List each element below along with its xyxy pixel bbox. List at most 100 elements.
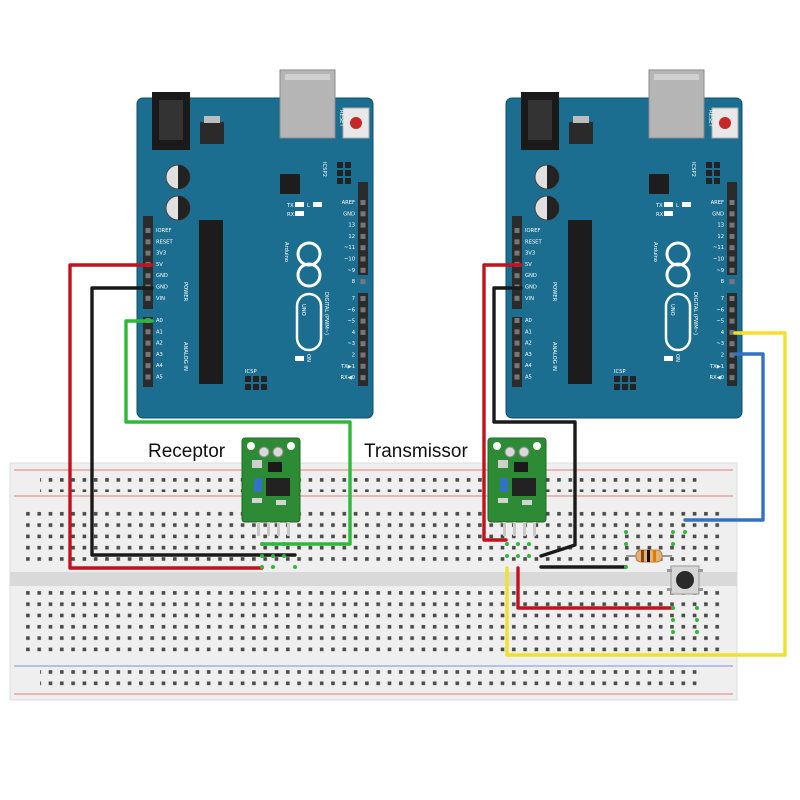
digital-header: AREFGND1312~11~10~987~6~54~32TX▶1RX◀0DIG…	[323, 182, 368, 386]
power-pin-label: 5V	[525, 262, 532, 268]
digital-pin-label: TX▶1	[709, 364, 724, 370]
digital-pin-label: TX▶1	[340, 364, 355, 370]
analog-pin-label: A3	[525, 352, 532, 358]
on-label: ON	[674, 354, 680, 362]
digital-pin-label: RX◀0	[710, 375, 724, 381]
atmega-chip	[199, 220, 223, 384]
power-section-label: POWER	[551, 282, 557, 302]
l-led-label: L	[676, 203, 679, 209]
power-pin-label: GND	[525, 285, 537, 291]
digital-pin-label: 2	[352, 353, 355, 359]
digital-pin-label: 8	[352, 279, 355, 285]
analog-pin-label: A0	[156, 318, 163, 324]
digital-pin-label: 7	[352, 296, 355, 302]
digital-pin-label: GND	[712, 211, 724, 217]
icsp2-label: ICSP2	[690, 162, 696, 177]
l-led-label: L	[307, 203, 310, 209]
uno-badge	[295, 292, 323, 352]
digital-pin-label: ~9	[347, 268, 355, 274]
digital-pin-label: 12	[717, 234, 724, 240]
digital-pin-label: ~10	[344, 257, 355, 263]
terminal-strip-bottom	[22, 591, 722, 653]
reset-label: RESET	[707, 110, 713, 127]
digital-pin-label: ~10	[713, 257, 724, 263]
voltage-regulator	[200, 122, 224, 144]
usb-chip	[649, 174, 669, 194]
wire-red-5v-right	[482, 263, 523, 542]
power-pin-label: RESET	[156, 239, 173, 245]
icsp-label: ICSP	[245, 369, 257, 375]
icsp-label: ICSP	[614, 369, 626, 375]
analog-pin-label: A4	[156, 363, 164, 369]
atmega-chip	[568, 220, 592, 384]
digital-pin-label: 2	[721, 353, 724, 359]
digital-section-label: DIGITAL (PWM~)	[692, 292, 698, 335]
digital-pin-label: ~6	[716, 307, 724, 313]
power-analog-header: IOREFRESET3V35VGNDGNDVINA0A1A2A3A4A5POWE…	[143, 216, 188, 387]
on-label: ON	[305, 354, 311, 362]
digital-pin-label: ~5	[716, 319, 724, 325]
power-pin-label: 3V3	[156, 251, 166, 257]
power-pin-label: IOREF	[156, 228, 171, 234]
terminal-strip-top	[22, 505, 722, 567]
wire-red-tx-button	[516, 566, 675, 610]
transmissor-label: Transmissor	[364, 441, 468, 462]
power-pin-label: VIN	[156, 296, 165, 302]
digital-pin-label: RX◀0	[341, 375, 355, 381]
resistor	[626, 549, 672, 563]
analog-pin-label: A5	[525, 375, 532, 381]
usb-connector	[648, 69, 705, 139]
center-channel	[10, 572, 737, 586]
analog-section-label: ANALOG IN	[182, 342, 188, 371]
digital-pin-label: ~6	[347, 307, 355, 313]
power-pin-label: GND	[156, 285, 168, 291]
wire-black-gnd-left	[90, 286, 297, 557]
digital-header: AREFGND1312~11~10~987~6~54~32TX▶1RX◀0DIG…	[692, 182, 737, 386]
power-pin-label: GND	[525, 273, 537, 279]
analog-pin-label: A3	[156, 352, 163, 358]
digital-pin-label: AREF	[711, 200, 724, 206]
digital-pin-label: 4	[352, 330, 356, 336]
rx-led-label: RX	[656, 212, 664, 218]
usb-chip	[280, 174, 300, 194]
push-button	[667, 565, 703, 595]
digital-pin-label: 13	[348, 223, 355, 229]
analog-pin-label: A0	[525, 318, 532, 324]
rf-receiver-module	[241, 437, 301, 536]
digital-pin-label: 12	[348, 234, 355, 240]
power-pin-label: 5V	[156, 262, 163, 268]
digital-pin-label: ~3	[347, 341, 355, 347]
voltage-regulator	[569, 122, 593, 144]
tx-led-label: TX	[655, 203, 663, 209]
wire-yellow-pin4	[505, 331, 787, 657]
digital-pin-label: 13	[717, 223, 724, 229]
reset-label: RESET	[338, 110, 344, 127]
digital-pin-label: 4	[721, 330, 725, 336]
digital-pin-label: 8	[721, 279, 724, 285]
breadboard	[9, 462, 738, 701]
digital-pin-label: ~9	[716, 268, 724, 274]
power-pin-label: IOREF	[525, 228, 540, 234]
power-pin-label: VIN	[525, 296, 534, 302]
power-pin-label: GND	[156, 273, 168, 279]
digital-pin-label: ~3	[716, 341, 724, 347]
power-analog-header: IOREFRESET3V35VGNDGNDVINA0A1A2A3A4A5POWE…	[512, 216, 557, 387]
model-label: UNO	[669, 304, 675, 316]
arduino-uno-receptor: RESETICSP2TXRXLArduinoUNOONICSPIOREFRESE…	[136, 69, 374, 419]
rx-led-label: RX	[287, 212, 295, 218]
brand-label: Arduino	[652, 242, 658, 262]
digital-pin-label: ~11	[344, 245, 355, 251]
digital-pin-label: AREF	[342, 200, 355, 206]
analog-pin-label: A1	[156, 329, 163, 335]
analog-pin-label: A4	[525, 363, 533, 369]
analog-pin-label: A2	[525, 341, 532, 347]
analog-pin-label: A5	[156, 375, 163, 381]
board-pcb	[136, 97, 374, 419]
power-pin-label: RESET	[525, 239, 542, 245]
wire-red-5v-left	[68, 263, 264, 570]
digital-pin-label: ~5	[347, 319, 355, 325]
tx-led-label: TX	[286, 203, 294, 209]
power-pin-label: 3V3	[525, 251, 535, 257]
